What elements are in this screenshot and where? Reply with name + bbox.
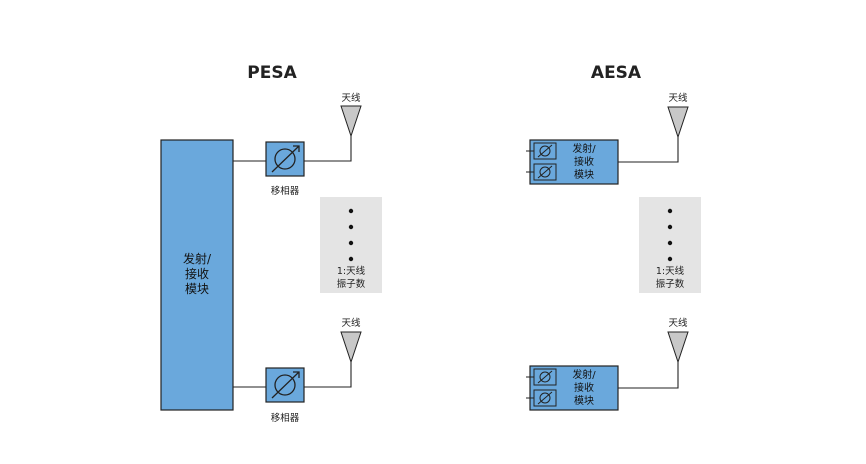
aesa-title: AESA: [591, 63, 642, 83]
pesa-ellipsis-box: 1:天线 振子数: [320, 197, 382, 293]
mini-phase-shifter-icon: [533, 389, 557, 407]
aesa-trx-line1: 发射/: [572, 142, 596, 155]
aesa-ellipsis-box: 1:天线 振子数: [639, 197, 701, 293]
antenna-icon: [340, 105, 362, 138]
antenna-label: 天线: [668, 317, 688, 329]
aesa-trx-line2: 接收: [574, 155, 594, 168]
antenna-icon: [340, 331, 362, 364]
antenna-label: 天线: [341, 317, 361, 329]
phase-shifter-icon: [265, 367, 305, 403]
aesa-channel-top: 发射/ 接收 模块 天线: [526, 92, 689, 185]
mini-phase-shifter-icon: [533, 163, 557, 181]
pesa-channel-top: 移相器 天线: [233, 92, 362, 197]
pesa-trx-line2: 接收: [185, 266, 209, 281]
element-count-line2: 振子数: [337, 278, 366, 290]
antenna-label: 天线: [668, 92, 688, 104]
aesa-trx-line1: 发射/: [572, 368, 596, 381]
antenna-icon: [667, 331, 689, 364]
pesa-trx-line1: 发射/: [183, 251, 212, 266]
phase-shifter-label: 移相器: [271, 185, 300, 197]
aesa-trx-line2: 接收: [574, 381, 594, 394]
phase-shifter-label: 移相器: [271, 412, 300, 424]
antenna-icon: [667, 106, 689, 139]
element-count-line1: 1:天线: [656, 265, 685, 277]
pesa-trx-module: 发射/ 接收 模块: [160, 139, 234, 411]
antenna-label: 天线: [341, 92, 361, 104]
pesa-title: PESA: [247, 63, 297, 83]
aesa-trx-module: 发射/ 接收 模块: [526, 139, 619, 185]
pesa-channel-bottom: 移相器 天线: [233, 317, 362, 424]
mini-phase-shifter-icon: [533, 142, 557, 160]
phase-shifter-icon: [265, 141, 305, 177]
pesa-trx-line3: 模块: [185, 282, 209, 296]
element-count-line2: 振子数: [656, 278, 685, 290]
mini-phase-shifter-icon: [533, 368, 557, 386]
aesa-trx-module: 发射/ 接收 模块: [526, 365, 619, 411]
element-count-line1: 1:天线: [337, 265, 366, 277]
aesa-channel-bottom: 发射/ 接收 模块 天线: [526, 317, 689, 411]
aesa-trx-line3: 模块: [574, 169, 594, 181]
aesa-trx-line3: 模块: [574, 395, 594, 407]
